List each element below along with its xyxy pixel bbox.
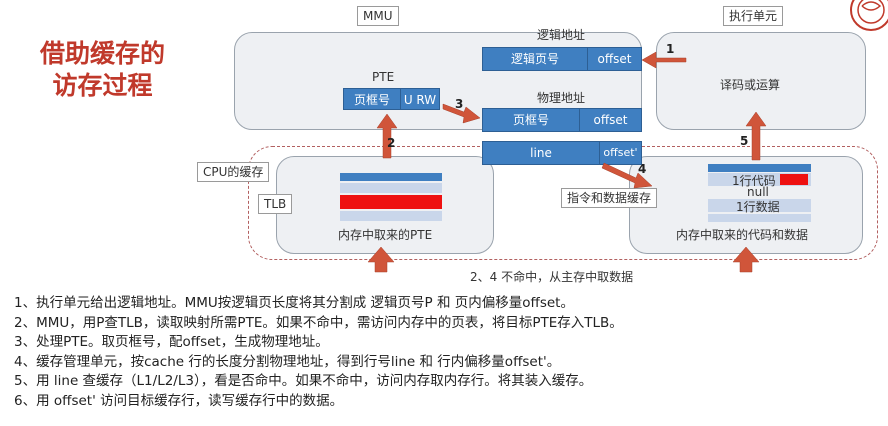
arrow-4 [601, 162, 653, 189]
step-5: 5、用 line 查缓存（L1/L2/L3），看是否命中。如果不命中，访问内存取… [14, 373, 593, 389]
university-logo [846, 0, 888, 36]
step-3: 3、处理PTE。取页框号，配offset，生成物理地址。 [14, 334, 329, 350]
arrow-1-label: 1 [666, 42, 675, 56]
tlb-entry-hit [340, 195, 442, 209]
tlb-entry-1 [340, 173, 442, 181]
tlb-caption: 内存中取来的PTE [338, 228, 433, 242]
logical-page-box: 逻辑页号 [482, 47, 588, 71]
step-2: 2、MMU，用P查TLB，读取映射所需PTE。如果不命中，需访问内存中的页表，将… [14, 314, 623, 331]
tlb-entry-3 [340, 211, 442, 221]
pte-flags-box: U RW [400, 88, 440, 110]
arrow-5 [745, 111, 767, 161]
line-box: line [482, 141, 600, 165]
tlb-label: TLB [258, 194, 293, 214]
tlb-entry-2 [340, 183, 442, 193]
cache-line-code-label: 1行代码 [732, 174, 776, 188]
arrow-2 [376, 113, 398, 159]
slide-title: 借助缓存的 访存过程 [30, 38, 175, 102]
mmu-label: MMU [357, 6, 399, 26]
step-6: 6、用 offset' 访问目标缓存行，读写缓存行中的数据。 [14, 392, 344, 409]
steps-list: 1、执行单元给出逻辑地址。MMU按逻辑页长度将其分割成 逻辑页号P 和 页内偏移… [14, 294, 623, 411]
cpu-cache-label: CPU的缓存 [197, 162, 270, 182]
arrow-memory-right [732, 246, 760, 273]
arrow-memory-left [367, 246, 395, 273]
exec-unit-label: 执行单元 [723, 6, 784, 26]
phys-offset-box: offset [579, 108, 642, 132]
cache-line-code: 1行代码 [708, 173, 811, 188]
line-offset-box: offset' [599, 141, 642, 165]
arrow-3-label: 3 [455, 97, 464, 111]
icache-label: 指令和数据缓存 [561, 188, 658, 208]
cache-null-label: null [747, 185, 769, 199]
cache-hit-marker [780, 174, 808, 185]
arrow-3 [442, 103, 481, 124]
step-1: 1、执行单元给出逻辑地址。MMU按逻辑页长度将其分割成 逻辑页号P 和 页内偏移… [14, 295, 574, 311]
cache-entry-top [708, 164, 811, 172]
pte-label: PTE [372, 70, 395, 84]
slide-title-line-2: 访存过程 [52, 71, 153, 100]
cache-caption: 内存中取来的代码和数据 [676, 228, 809, 242]
cache-line-data: 1行数据 [708, 199, 811, 214]
step-4: 4、缓存管理单元，按cache 行的长度分割物理地址，得到行号line 和 行内… [14, 353, 561, 370]
exec-unit-panel [656, 32, 866, 130]
slide-title-line-1: 借助缓存的 [39, 39, 165, 68]
pte-frame-box: 页框号 [343, 88, 401, 110]
physical-address-label: 物理地址 [537, 91, 586, 105]
logical-address-label: 逻辑地址 [537, 28, 586, 42]
arrow-5-label: 5 [740, 134, 749, 148]
decode-label: 译码或运算 [720, 78, 781, 92]
cache-line-data-label: 1行数据 [736, 200, 780, 214]
logical-offset-box: offset [587, 47, 642, 71]
miss-note: 2、4 不命中，从主存中取数据 [470, 270, 634, 284]
arrow-2-label: 2 [387, 136, 396, 150]
arrow-4-label: 4 [638, 162, 647, 176]
arrow-1 [641, 51, 687, 69]
cache-entry-bottom [708, 214, 811, 222]
